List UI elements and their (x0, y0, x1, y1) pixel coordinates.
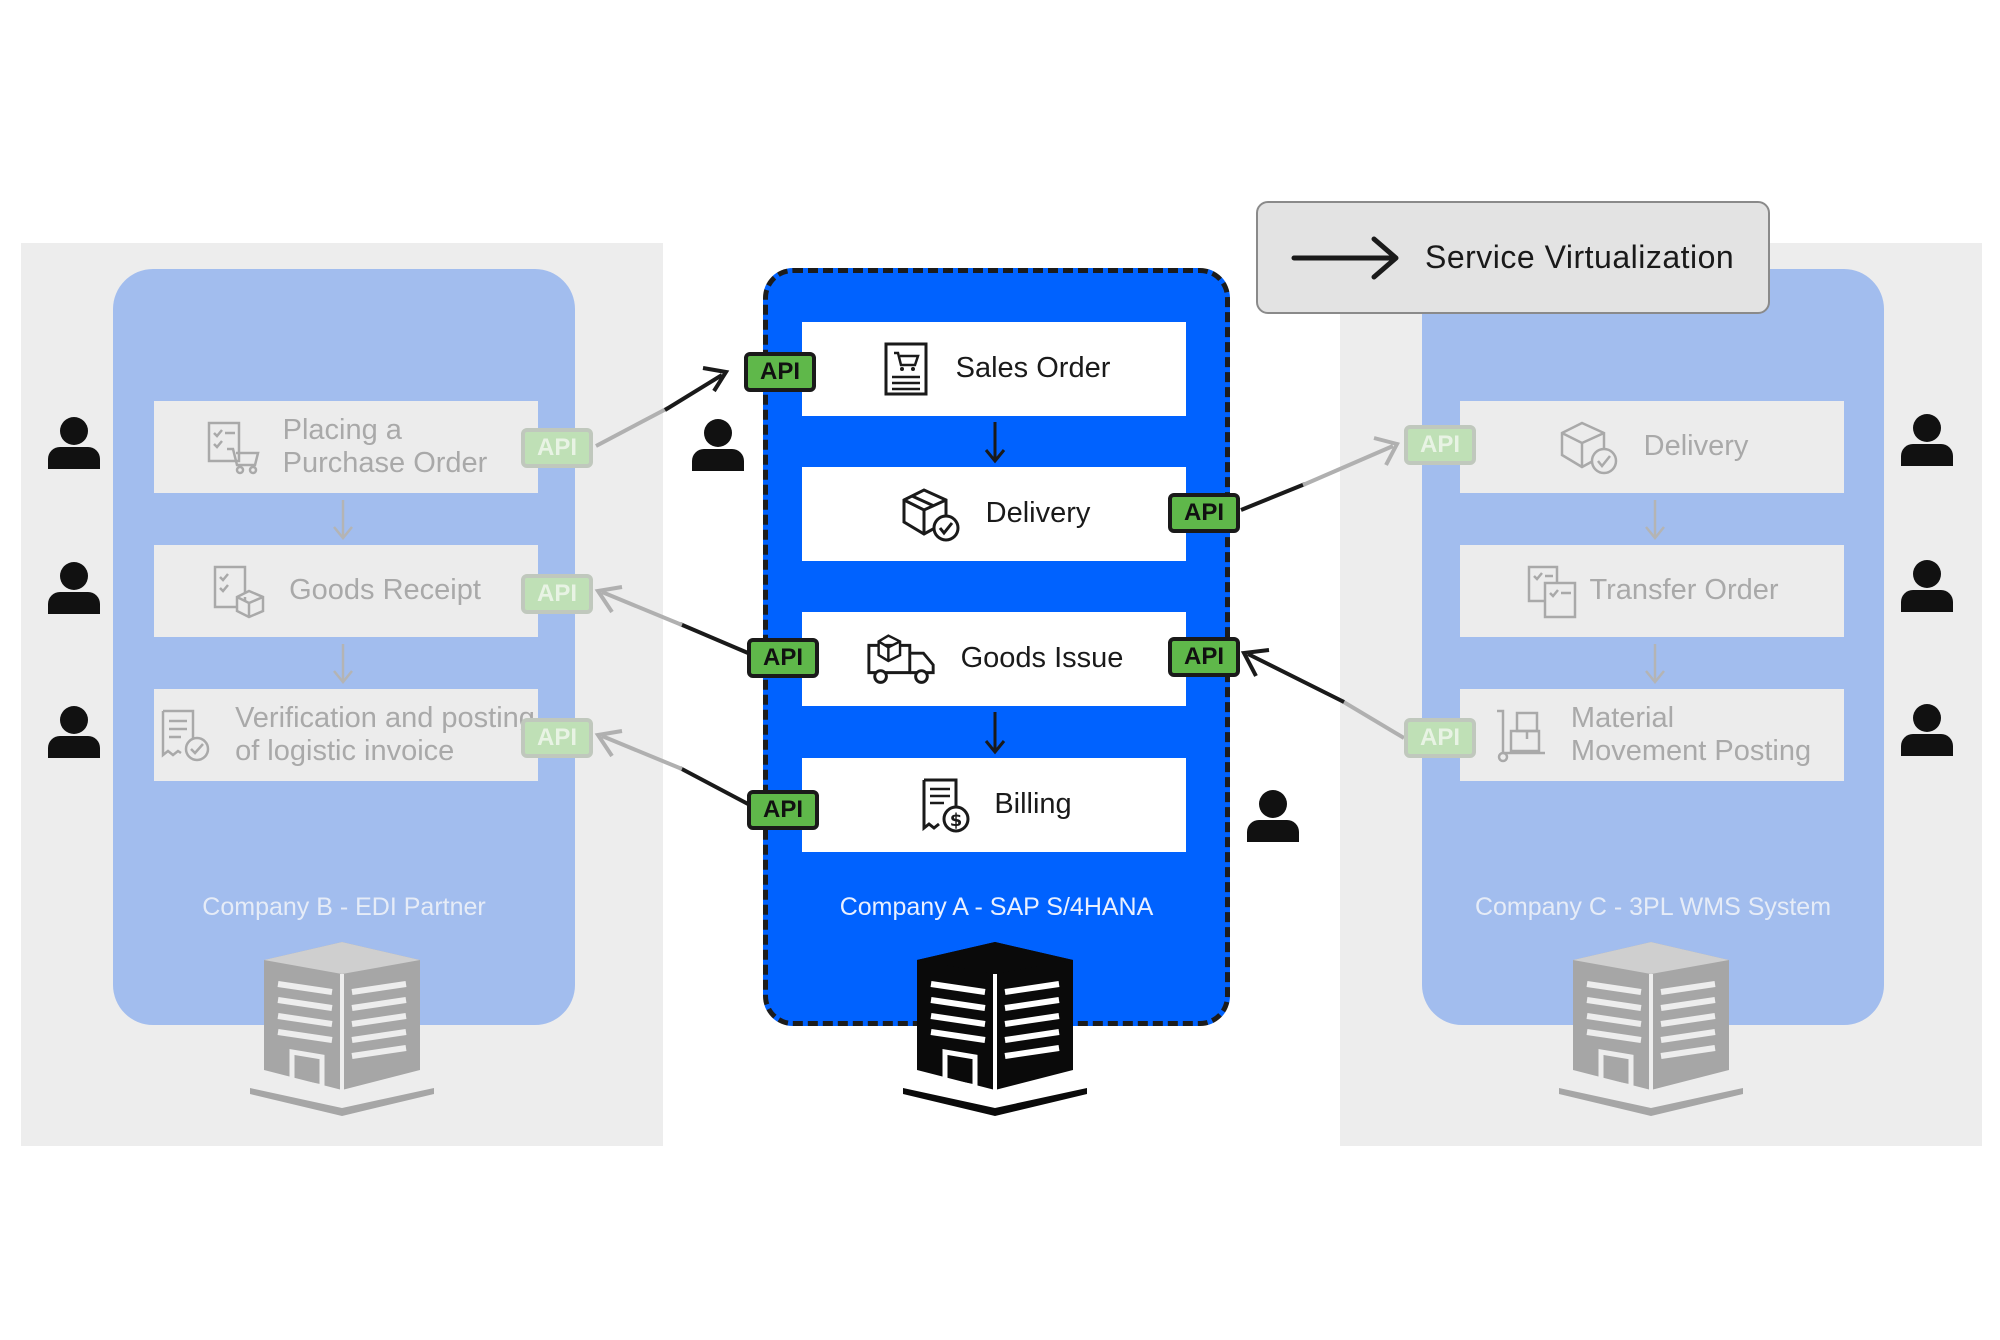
person-icon (1247, 790, 1299, 842)
company-a-step-goods-issue[interactable]: Goods Issue (802, 612, 1186, 706)
step-label: Delivery (985, 497, 1091, 530)
connector-b-po-to-a-sales-dark (663, 366, 730, 412)
arrow-icon (1291, 236, 1399, 279)
company-c-container (1422, 269, 1884, 1025)
hand-truck-icon (1496, 709, 1545, 763)
company-c-step-material-movement[interactable]: Material Movement Posting (1460, 689, 1844, 781)
step-label: Delivery (1643, 430, 1749, 463)
company-b-step-logistic-invoice[interactable]: Verification and posting of logistic inv… (154, 689, 538, 781)
legend-label: Service Virtualization (1425, 239, 1735, 275)
api-badge-a-delivery[interactable]: API (1168, 493, 1240, 533)
company-b-step-goods-receipt[interactable]: Goods Receipt (154, 545, 538, 637)
connector-c-to-a-gi (1240, 648, 1345, 704)
company-a-step-billing[interactable]: $ Billing (802, 758, 1186, 852)
truck-icon (867, 634, 935, 684)
cart-checklist-icon (207, 421, 260, 475)
svg-text:$: $ (950, 810, 963, 831)
box-check-icon (902, 488, 960, 542)
api-badge-a-sales-order[interactable]: API (744, 352, 816, 392)
box-check-icon (1560, 421, 1617, 475)
step-label-line1: Material (1570, 701, 1675, 734)
company-c-step-transfer-order[interactable]: Transfer Order (1460, 545, 1844, 637)
connector-a-gi-to-b (679, 622, 749, 655)
step-label-line1: Placing a (282, 413, 402, 446)
company-b-step-purchase-order[interactable]: Placing a Purchase Order (154, 401, 538, 493)
step-label-line2: Purchase Order (282, 447, 488, 479)
company-a-step-sales-order[interactable]: Sales Order (802, 322, 1186, 416)
api-badge-a-billing[interactable]: API (747, 790, 819, 830)
step-label-line2: of logistic invoice (235, 735, 455, 767)
legend-box: Service Virtualization (1256, 201, 1770, 314)
checklist-box-icon (213, 565, 265, 619)
invoice-dollar-icon: $ (922, 778, 970, 833)
step-label-line2: Movement Posting (1570, 735, 1812, 767)
company-c-step-delivery[interactable]: Delivery (1460, 401, 1844, 493)
api-badge-b-goods-receipt[interactable]: API (521, 574, 593, 614)
company-c-label: Company C - 3PL WMS System (1474, 893, 1832, 921)
cart-document-icon (884, 342, 928, 396)
transfer-documents-icon (1528, 565, 1577, 619)
company-a-label: Company A - SAP S/4HANA (839, 893, 1154, 921)
person-icon (692, 419, 744, 471)
api-badge-b-invoice[interactable]: API (521, 718, 593, 758)
api-badge-a-goods-issue-right[interactable]: API (1168, 637, 1240, 677)
company-b-label: Company B - EDI Partner (202, 893, 486, 921)
api-badge-c-delivery[interactable]: API (1404, 425, 1476, 465)
step-label: Goods Receipt (289, 574, 481, 607)
step-label: Billing (994, 788, 1072, 821)
step-label: Transfer Order (1589, 574, 1779, 607)
step-label: Sales Order (955, 352, 1111, 385)
step-label-line1: Verification and posting (235, 701, 535, 734)
api-badge-a-goods-issue-left[interactable]: API (747, 638, 819, 678)
connector-a-billing-to-b (679, 766, 749, 806)
invoice-check-icon (161, 709, 210, 762)
company-a-step-delivery[interactable]: Delivery (802, 467, 1186, 561)
step-label: Goods Issue (960, 642, 1124, 675)
connector-a-delivery-to-c (1240, 482, 1306, 512)
api-badge-c-material-movement[interactable]: API (1404, 718, 1476, 758)
api-badge-b-purchase-order[interactable]: API (521, 428, 593, 468)
